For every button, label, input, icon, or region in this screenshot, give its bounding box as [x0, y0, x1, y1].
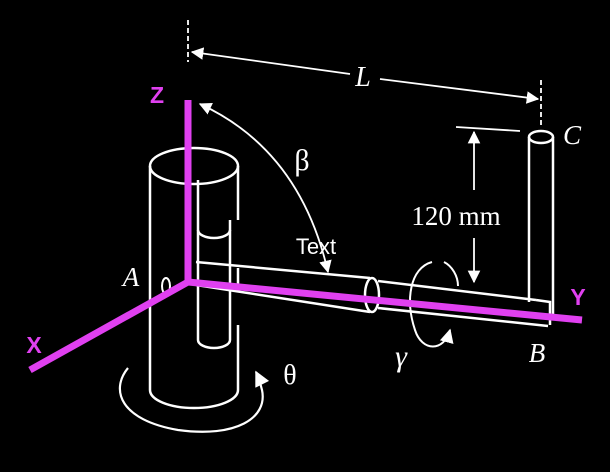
theta-label: θ	[283, 360, 296, 391]
dimension-height-label: 120 mm	[411, 201, 500, 231]
y-axis-line	[187, 278, 583, 324]
gamma-rotation-arrow	[409, 261, 454, 348]
dimension-l-arrow-right	[379, 78, 540, 104]
arm-top-edge-2	[377, 279, 537, 302]
y-axis-label: Y	[570, 284, 585, 310]
gamma-rotation-tail	[443, 261, 459, 287]
annotation-text: Text	[296, 234, 336, 259]
arm-bottom-edge-1	[195, 283, 371, 314]
base-cylinder	[148, 146, 240, 410]
inner-shaft-ring	[196, 229, 232, 240]
point-a-label: A	[121, 262, 140, 292]
dimension-l	[187, 20, 542, 128]
arm-bottom-edge-2	[377, 306, 549, 328]
point-b-label: B	[529, 338, 546, 368]
dimension-l-arrow-left	[190, 47, 351, 75]
inner-shaft	[196, 180, 232, 350]
dimension-height-top-extension	[455, 126, 521, 132]
z-axis-label: Z	[150, 82, 164, 108]
horizontal-arm	[195, 260, 552, 328]
beta-label: β	[294, 144, 309, 177]
cylinder-bottom-arc	[148, 389, 240, 410]
beta-arc-arrow	[198, 103, 332, 274]
rod-top-ellipse	[527, 129, 555, 145]
coordinate-axes	[28, 100, 583, 374]
vertical-rod-bc	[527, 129, 555, 318]
gamma-label: γ	[395, 340, 408, 373]
dimension-l-label: L	[354, 62, 371, 93]
point-c-label: C	[563, 120, 582, 150]
arm-joint-ring	[363, 276, 381, 314]
arm-top-edge-1	[195, 260, 371, 280]
theta-rotation-arrow	[118, 367, 270, 433]
x-axis-line	[28, 278, 190, 374]
dimension-height	[455, 126, 521, 284]
x-axis-label: X	[26, 332, 42, 358]
cylinder-top-ellipse	[148, 146, 240, 186]
